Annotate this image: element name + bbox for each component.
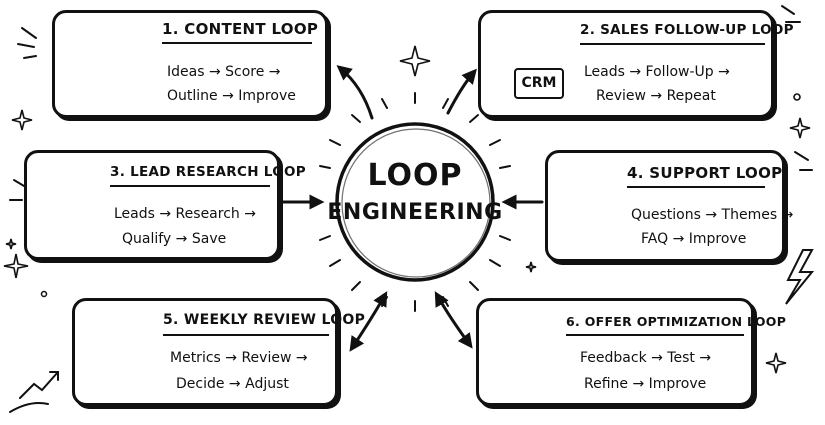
support-loop-step-line2: FAQ → Improve [641, 231, 747, 247]
offer-optimization-loop-step-line2: Refine → Improve [584, 376, 707, 392]
dot-icon [793, 93, 801, 101]
weekly-review-loop-title: 5. WEEKLY REVIEW LOOP [163, 312, 366, 328]
support-loop-step-line1: Questions → Themes → [631, 207, 794, 223]
support-loop-title: 4. SUPPORT LOOP [627, 164, 783, 182]
content-loop-title: 1. CONTENT LOOP [162, 20, 319, 38]
arrow-offer-optimization-loop [434, 291, 473, 349]
lightning-icon [785, 249, 815, 305]
offer-optimization-loop-underline [566, 334, 744, 336]
content-loop-step-line1: Ideas → Score → [167, 64, 281, 80]
content-loop-step-line2: Outline → Improve [167, 88, 296, 104]
sales-follow-up-loop-step-line2: Review → Repeat [596, 88, 716, 104]
weekly-review-loop-card [72, 298, 338, 406]
arrow-weekly-review-loop [349, 291, 388, 352]
sales-follow-up-loop-step-line1: Leads → Follow-Up → [584, 64, 730, 80]
lead-research-loop-underline [110, 185, 270, 187]
sparkle-icon [3, 45, 811, 374]
offer-optimization-loop-card [476, 298, 754, 406]
lead-research-loop-card [24, 150, 280, 260]
lead-research-loop-title: 3. LEAD RESEARCH LOOP [110, 164, 306, 180]
offer-optimization-loop-title: 6. OFFER OPTIMIZATION LOOP [566, 314, 787, 329]
arrow-to-sales-loop [446, 68, 477, 115]
decorative-strokes [9, 5, 813, 201]
weekly-review-loop-underline [163, 334, 329, 336]
support-loop-underline [627, 186, 765, 188]
center-circle [335, 122, 495, 282]
support-loop-card [545, 150, 785, 262]
weekly-review-loop-step-line1: Metrics → Review → [170, 350, 308, 366]
center-title-line2: ENGINEERING [327, 200, 503, 225]
crm-badge: CRM [514, 68, 564, 99]
sales-follow-up-loop-underline [580, 43, 765, 45]
dot-icon [40, 290, 48, 298]
sales-follow-up-loop-card [478, 10, 774, 118]
content-loop-card [52, 10, 328, 118]
lead-research-loop-step-line2: Qualify → Save [122, 231, 227, 247]
growth-arrow-icon [9, 371, 59, 413]
sales-follow-up-loop-title: 2. SALES FOLLOW-UP LOOP [580, 22, 794, 38]
offer-optimization-loop-step-line1: Feedback → Test → [580, 350, 712, 366]
content-loop-underline [162, 42, 312, 44]
weekly-review-loop-step-line2: Decide → Adjust [176, 376, 289, 392]
arrow-to-content-loop [336, 65, 374, 120]
center-title-line1: LOOP [367, 158, 463, 193]
lead-research-loop-step-line1: Leads → Research → [114, 206, 256, 222]
